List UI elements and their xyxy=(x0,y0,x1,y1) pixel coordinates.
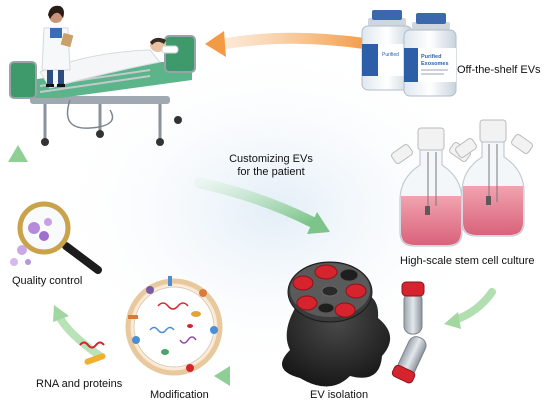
magnifier-icon xyxy=(10,201,102,274)
test-tube-icon xyxy=(391,281,427,384)
culture-flask-icon xyxy=(391,119,533,247)
label-customizing-line1: Customizing EVs xyxy=(229,153,313,165)
vial-label-line2: Exosomes xyxy=(421,61,449,67)
label-stem-cell: High-scale stem cell culture xyxy=(400,255,535,267)
vial-label-line1: Purified xyxy=(421,54,441,60)
vial-icon: Purified Purified Exosomes xyxy=(361,10,457,97)
label-quality-control: Quality control xyxy=(12,275,83,287)
vial-back-text: Purified xyxy=(382,52,399,58)
centrifuge-rotor-icon xyxy=(282,261,391,387)
arrow-to-modification xyxy=(214,366,290,386)
label-ev-isolation: EV isolation xyxy=(310,389,369,401)
label-rna-proteins: RNA and proteins xyxy=(36,378,123,390)
patient-figure xyxy=(150,37,179,54)
arrow-to-bed xyxy=(8,145,28,193)
label-modification: Modification xyxy=(150,389,209,401)
arrow-to-quality xyxy=(53,305,104,360)
arrow-to-patient xyxy=(205,31,374,57)
modified-vesicle-icon xyxy=(125,276,223,376)
doctor-figure xyxy=(41,5,74,87)
hospital-bed-icon xyxy=(9,35,196,146)
arrow-to-isolation xyxy=(444,288,496,329)
label-customizing-line2: for the patient xyxy=(237,166,305,178)
rna-strand-icon xyxy=(79,341,106,365)
arrow-customizing xyxy=(194,177,330,234)
label-off-the-shelf: Off-the-shelf EVs xyxy=(457,64,541,76)
